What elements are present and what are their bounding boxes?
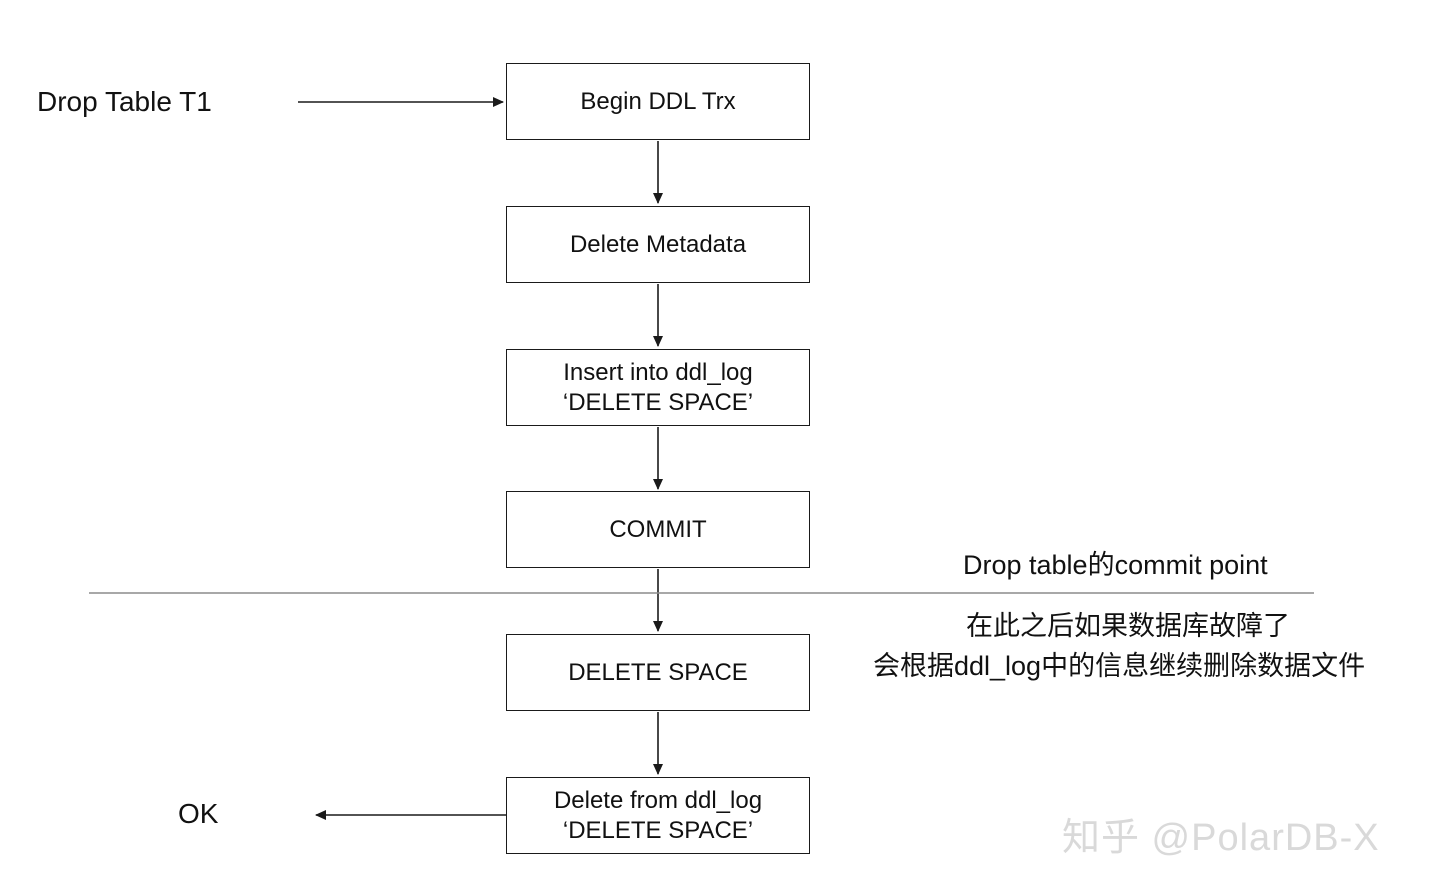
commit-point-label: Drop table的commit point — [963, 550, 1268, 580]
watermark: 知乎 @PolarDB-X — [1062, 817, 1380, 859]
commit-point-note-line-1: 在此之后如果数据库故障了 — [966, 611, 1290, 641]
step-text-line-1: Delete from ddl_log — [553, 786, 763, 814]
step-commit: COMMIT — [506, 491, 810, 568]
step-text-line-2: ‘DELETE SPACE’ — [562, 388, 754, 416]
result-label: OK — [178, 798, 219, 829]
step-text: Begin DDL Trx — [580, 87, 736, 115]
commit-point-note-line-2: 会根据ddl_log中的信息继续删除数据文件 — [873, 651, 1366, 681]
step-text-line-2: ‘DELETE SPACE’ — [562, 816, 754, 844]
step-text: COMMIT — [609, 515, 707, 543]
step-delete-metadata: Delete Metadata — [506, 206, 810, 283]
step-delete-from-ddl-log: Delete from ddl_log ‘DELETE SPACE’ — [506, 777, 810, 854]
step-delete-space: DELETE SPACE — [506, 634, 810, 711]
step-text: DELETE SPACE — [568, 658, 748, 686]
step-begin-ddl-trx: Begin DDL Trx — [506, 63, 810, 140]
step-insert-ddl-log: Insert into ddl_log ‘DELETE SPACE’ — [506, 349, 810, 426]
step-text: Delete Metadata — [569, 230, 747, 258]
step-text-line-1: Insert into ddl_log — [563, 358, 753, 386]
trigger-label: Drop Table T1 — [37, 86, 212, 117]
